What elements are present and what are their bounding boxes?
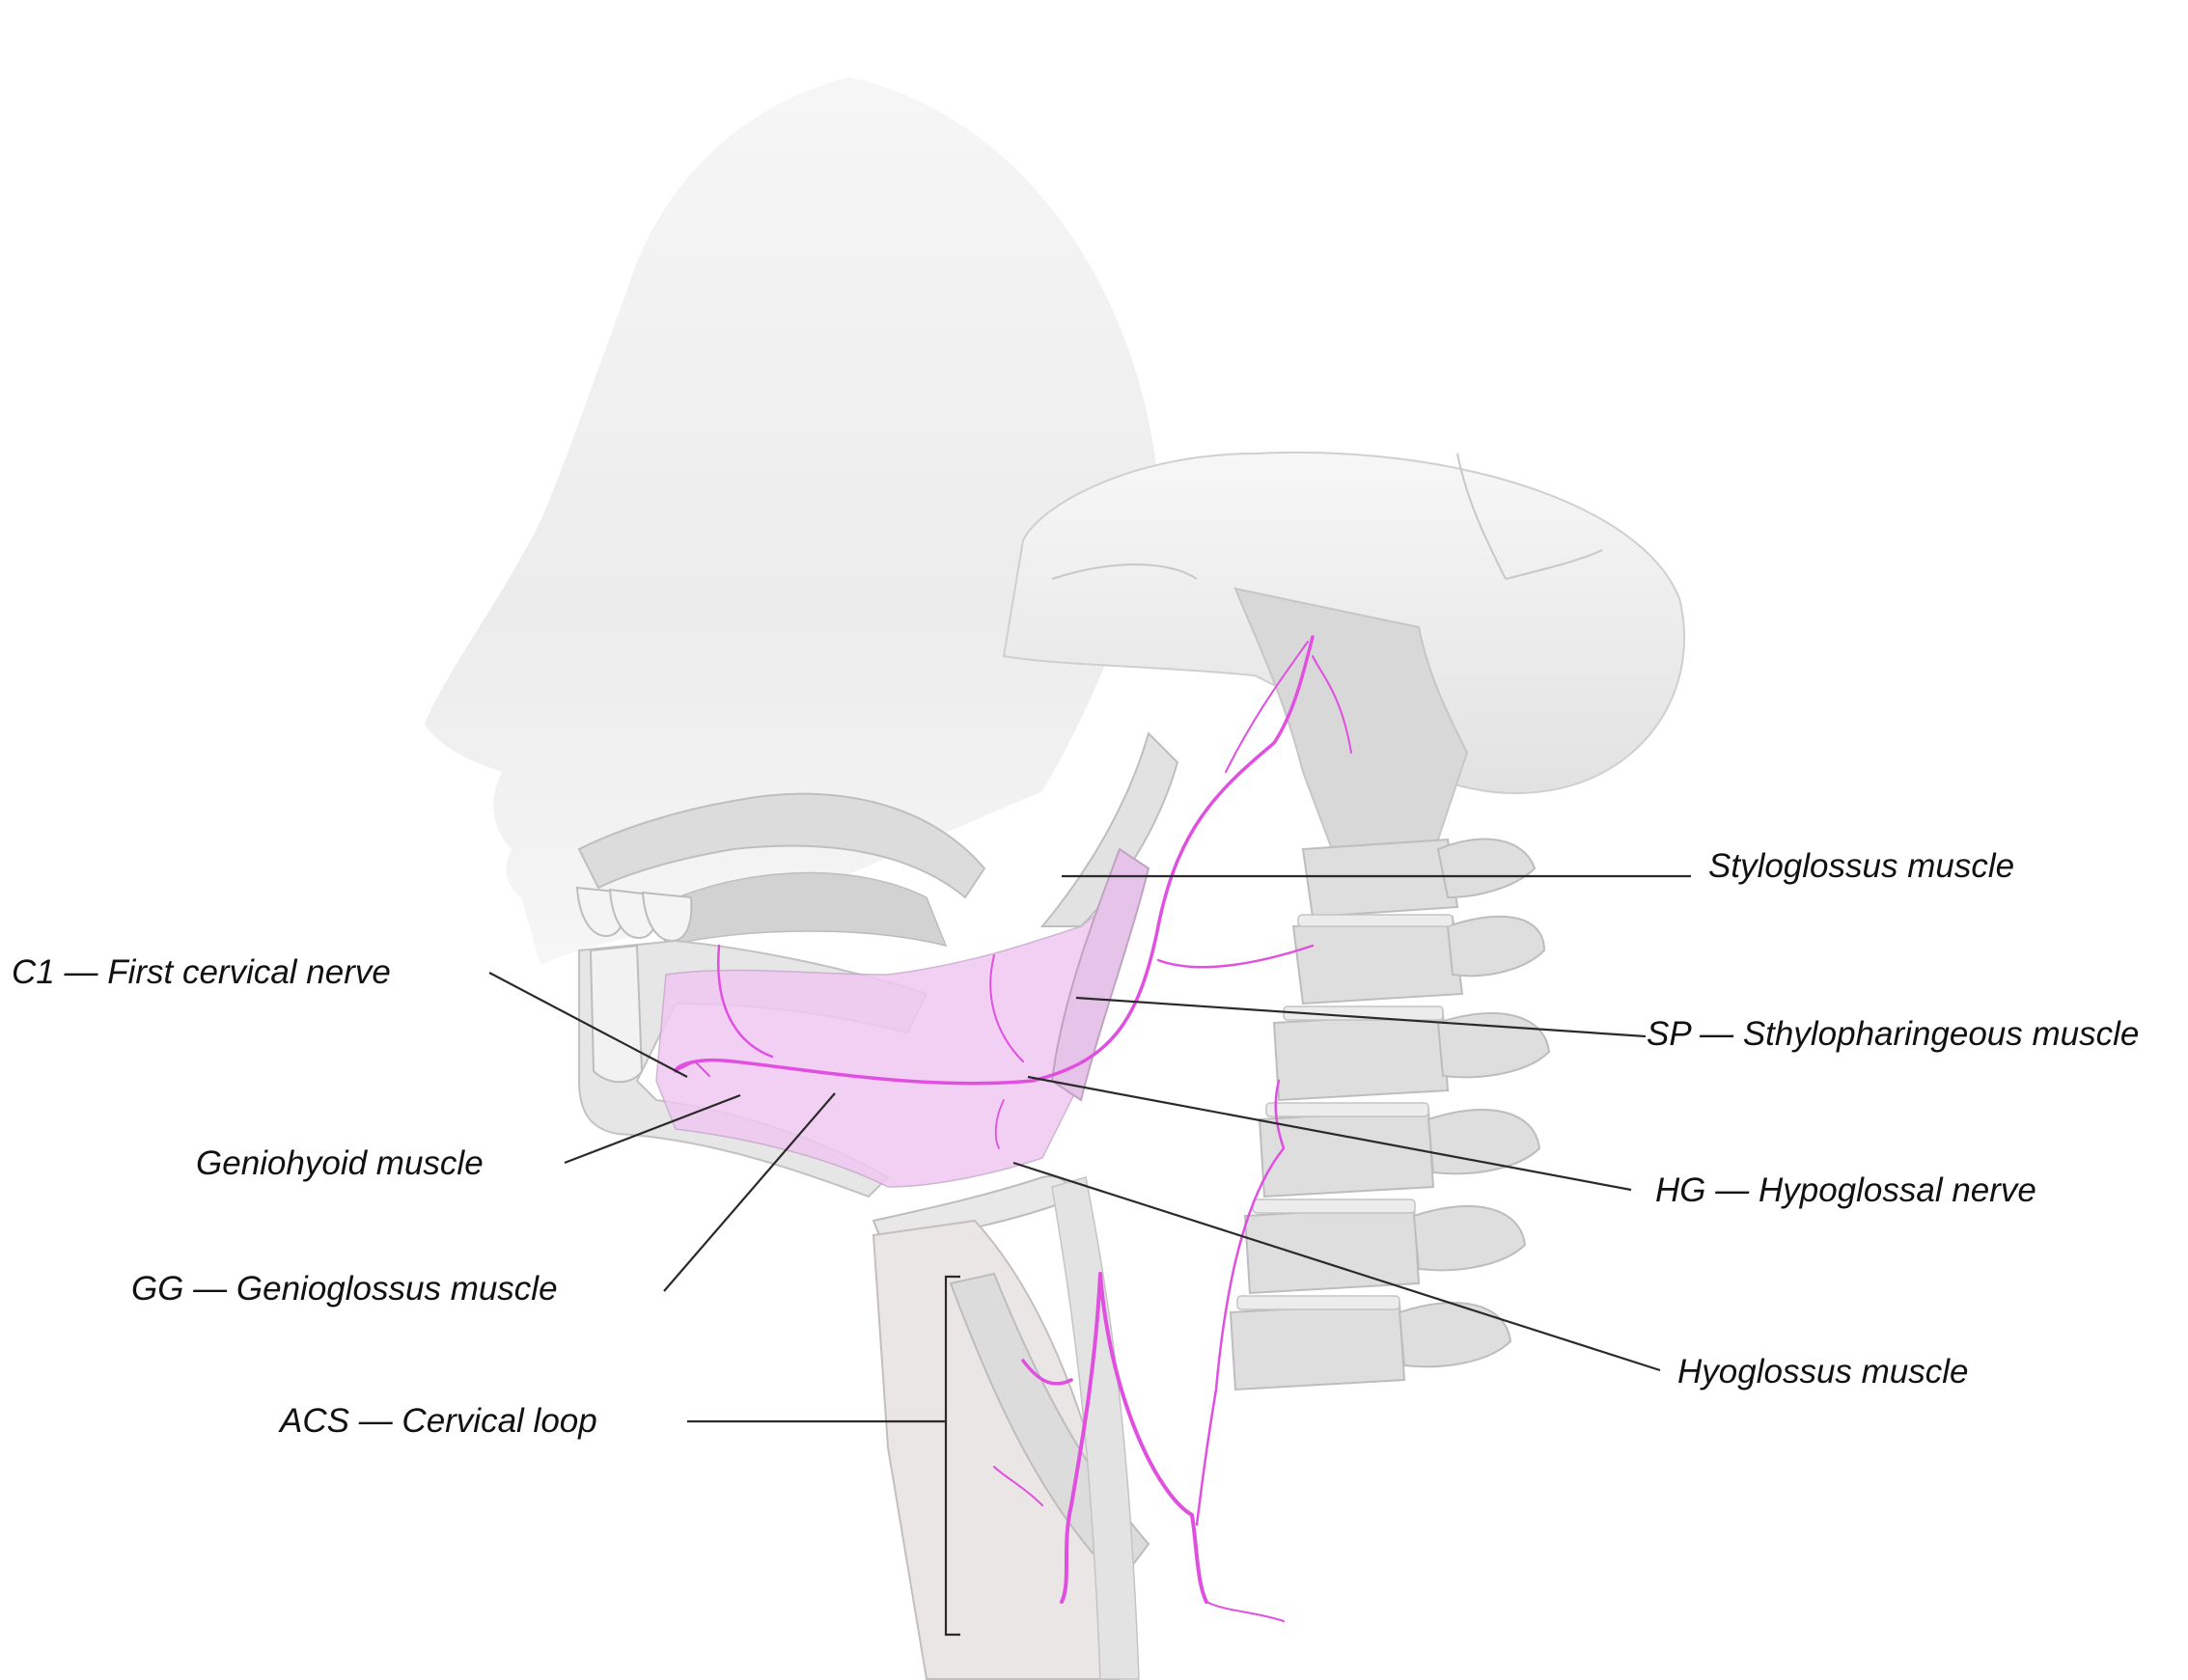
skull-inner-line-3: [1505, 549, 1603, 580]
label-first-cervical: C1 — First cervical nerve: [12, 953, 391, 991]
head-silhouette: [425, 77, 1158, 965]
intervertebral-discs: [1236, 914, 1454, 1310]
cervical-loop-nerve: [993, 1079, 1286, 1622]
lower-incisor: [589, 944, 644, 1084]
skull-inner-line: [1051, 564, 1198, 580]
c1-nerve-branch: [675, 944, 1024, 1149]
label-styloglossus: Styloglossus muscle: [1708, 847, 2015, 885]
upper-teeth: [575, 886, 693, 943]
hypoglossal-nerve: [674, 635, 1352, 1086]
skull-inner-line-2: [1456, 453, 1507, 580]
label-hypoglossal: HG — Hypoglossal nerve: [1655, 1171, 2036, 1209]
cervical-spine: [1229, 838, 1551, 1391]
neck-posterior-strip: [1051, 1176, 1140, 1680]
cervical-loop-bracket: [944, 1275, 960, 1637]
leader-lines: [488, 874, 1691, 1423]
label-cervical-loop: ACS — Cervical loop: [280, 1402, 597, 1440]
label-hyoglossus: Hyoglossus muscle: [1677, 1353, 1969, 1391]
label-stylopharyngeus: SP — Sthylopharingeous muscle: [1647, 1015, 2140, 1053]
label-geniohyoid: Geniohyoid muscle: [196, 1144, 484, 1182]
palate: [577, 792, 986, 899]
label-genioglossus: GG — Genioglossus muscle: [131, 1270, 558, 1308]
stylopharyngeus-band: [1050, 847, 1150, 1102]
styloglossus-band: [1039, 731, 1179, 927]
palate-inner: [655, 871, 948, 948]
